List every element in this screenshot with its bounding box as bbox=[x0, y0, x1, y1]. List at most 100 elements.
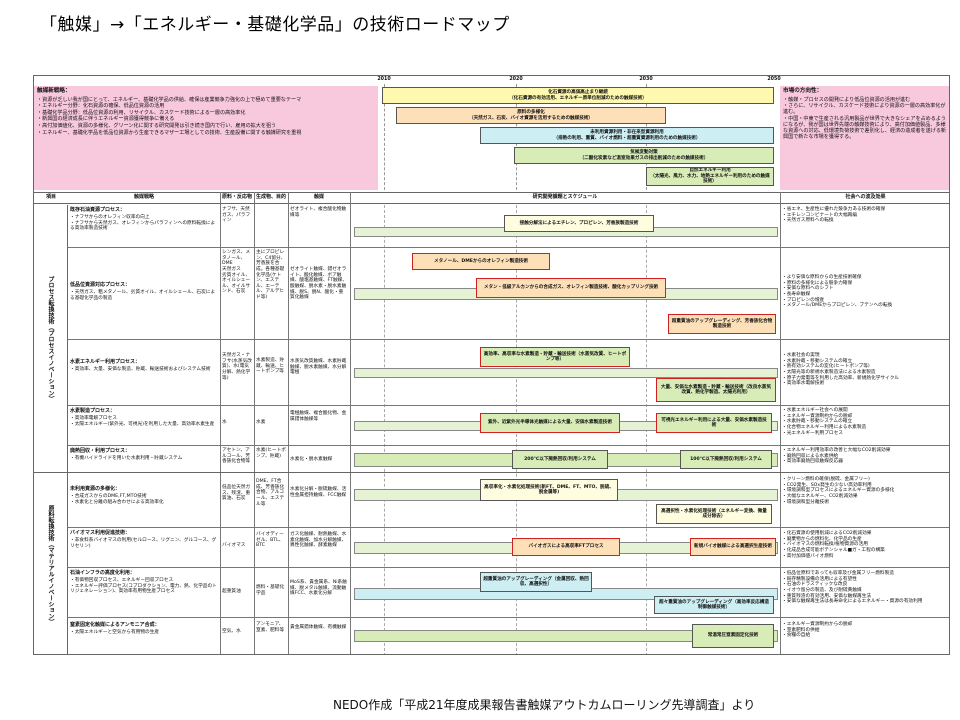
strategy-heading: 触媒新戦略： bbox=[37, 88, 71, 94]
schedule-bar: 高効率、高収率な水素製造・貯蔵・輸送技術（水蒸気改質、ヒートポンプ等） bbox=[480, 347, 630, 367]
header-item: 項目 bbox=[45, 194, 56, 201]
table-row bbox=[68, 528, 949, 568]
col-divider bbox=[254, 192, 255, 654]
row-desc: ・高効率電解プロセス ・太陽エネルギー(紫外光、可視光)を利用した大量、高効率水… bbox=[70, 416, 215, 427]
year-label: 2050 bbox=[767, 77, 781, 82]
row-title: 窒素固定化触媒によるアンモニア合成： bbox=[70, 622, 160, 628]
row-desc: ・非食料系バイオマスの利用(セルロース、リグニン、グルコース、グリセリン) bbox=[70, 538, 217, 549]
row-raw: 天然ガス・ナフサ(水蒸気改質)、水(電気分解、熱化学等) bbox=[222, 353, 252, 381]
schedule-bar: バイオガスによる高収率FTプロセス bbox=[512, 538, 620, 556]
trend-bar-unused: 未利用資源利用・非在来型資源利用 （排熱の利用、重質、バイオ燃料・超重質資源利用… bbox=[480, 127, 774, 144]
row-impact: ・化石資源の使用削減によるCO2削減効果 ・廃棄物からの燃料化、化学品の生産 ・… bbox=[782, 531, 885, 559]
year-line bbox=[384, 84, 385, 190]
row-catalyst: 水素化分解・脱硫触媒、活性金属担持触媒、FCC触媒 bbox=[290, 487, 347, 498]
row-catalyst: 水蒸気改質触媒、水素貯蔵触媒、脱水素触媒、水分解電極 bbox=[290, 359, 347, 376]
schedule-bar: 接触分解法によるエチレン、プロピレン、芳香族製造技術 bbox=[504, 215, 654, 232]
row-product: 水素製造、貯蔵、輸送、ヒートポンプ等 bbox=[256, 358, 285, 375]
strategy-point: ・基礎化学品分野：低品位資源の利用、リサイクル、カスケード技術による一層の高効率… bbox=[37, 109, 246, 116]
row-raw: シンガス、メタノール、DME 天然ガス 劣質オイル、オイルシェール、オイルサンド… bbox=[222, 250, 251, 295]
table-row bbox=[68, 205, 949, 248]
schedule-bar: 超々重質油のアップグレーディング（高効率反応構造制御触媒技術） bbox=[654, 596, 774, 614]
row-product: バイオディーゼル、BTL、BTC bbox=[256, 532, 284, 549]
row-title: 未利用資源の多様化： bbox=[70, 486, 121, 492]
row-catalyst: ゼオライト、複合酸化物触媒等 bbox=[290, 207, 347, 218]
row-raw: 超重質油 bbox=[222, 589, 241, 594]
row-desc: ・合成ガスからのDME,FT,MTO技術 ・水素化と分離の組み合わせによる高効率… bbox=[70, 494, 164, 505]
row-raw: ナフサ、天然ガス、パラフィン bbox=[222, 207, 251, 224]
row-catalyst: 水素化・脱水素触媒 bbox=[290, 457, 333, 462]
market-block: 市場の方向性： ・触媒・プロセスの開発により低品位資源の活用が進む ・さらに、リ… bbox=[780, 86, 949, 190]
year-label: 2020 bbox=[509, 77, 523, 82]
schedule-arrow bbox=[354, 630, 778, 642]
market-point: ・中国・中東で生産される汎用製品が世界で大きなシェアを占めるようになるが、我が国… bbox=[783, 115, 947, 140]
row-impact: ・水素エネルギー社会への展開 ・エネルギー資源制約からの脱却 ・水素貯蔵・移動シ… bbox=[782, 408, 867, 436]
trend-bar-diversify: 原料の多様化 （天然ガス、石炭、バイオ資源を活用するための触媒技術） bbox=[396, 107, 666, 124]
row-impact: ・省エネ、生産性に優れた競争力ある技術の確保 ・エチレンコンビナートの大幅再編 … bbox=[782, 207, 886, 224]
row-strategy: バイオマス利用促進技術： ・非食料系バイオマスの利用(セルロース、リグニン、グル… bbox=[68, 529, 220, 568]
strategy-block: 触媒新戦略： ・資源が乏しい我が国にとって、エネルギー、基礎化学品の供給、確保は… bbox=[34, 86, 378, 190]
schedule-bar: 高収率化・水素化処理技術(新FT、DME、FT、MTO、脱硫、脱金属等) bbox=[480, 479, 618, 501]
row-product: 燃料・基礎化学品 bbox=[256, 585, 285, 596]
row-desc: ・太陽エネルギーと空気から有用物の生産 bbox=[70, 630, 160, 635]
strategy-list: ・資源が乏しい我が国にとって、エネルギー、基礎化学品の供給、確保は産業競争力強化… bbox=[37, 97, 375, 136]
row-product bbox=[254, 206, 288, 248]
row-strategy: 未利用資源の多様化： ・合成ガスからのDME,FT,MTO技術 ・水素化と分離の… bbox=[68, 485, 220, 523]
schedule-bar: 大量、安価な水素製造・貯蔵・輸送技術（改良水蒸気改質、熱化学製造、太陽光利用） bbox=[656, 378, 776, 402]
schedule-bar: 200℃以下廃熱回収/利用システム bbox=[512, 450, 608, 469]
market-list: ・触媒・プロセスの開発により低品位資源の活用が進む ・さらに、リサイクル、カスケ… bbox=[783, 97, 948, 140]
row-title: 低品位資源対応プロセス： bbox=[70, 282, 131, 288]
trend-bar-natural: 自然エネルギー利用 （太陽光、風力、水力、地熱エネルギー利用のための触媒技術） bbox=[646, 167, 774, 186]
schedule-arrow bbox=[354, 368, 778, 378]
table-row bbox=[68, 446, 949, 473]
source-credit: NEDO作成「平成21年度成果報告書触媒アウトカムローリング先導調査」より bbox=[333, 698, 756, 712]
row-impact: ・エネルギー利用効率の改善と大幅なCO2削減効果 ・廃熱回収による水素供給 ・高… bbox=[782, 448, 891, 465]
roadmap-chart: 触媒新戦略： ・資源が乏しい我が国にとって、エネルギー、基礎化学品の供給、確保は… bbox=[33, 75, 950, 655]
schedule-bar: 常温常圧窒素固定化技術 bbox=[692, 624, 774, 648]
row-title: 石油インフラの高度化利用： bbox=[70, 570, 135, 576]
row-catalyst: ガス化触媒、耐熱触媒、水素化触媒、加水分解触媒、異性化触媒、酵素触媒 bbox=[290, 532, 347, 549]
year-label: 2010 bbox=[377, 77, 391, 82]
schedule-bar: メタン・低級アルカンからの合成ガス、オレフィン製造技術、酸化カップリング技術 bbox=[476, 278, 666, 298]
row-product: 水素(ヒートポンプ、貯蔵) bbox=[256, 448, 286, 459]
row-impact: ・低品位原料であっても収率及び金属フリー燃料製造 ・既存精製設備の活用による有望… bbox=[782, 571, 923, 605]
row-raw: アセトン、アルコール、芳香族化合物等 bbox=[222, 448, 251, 465]
trend-bar-fossil: 化石資源の高価高止まり継続 （化石資源の有効活用、エネルギー原単位削減のための触… bbox=[382, 87, 774, 104]
trend-bar-climate: 気候変動対策 （二酸化炭素など温室効果ガスの排出削減のための触媒技術） bbox=[514, 147, 774, 164]
table-row bbox=[68, 340, 949, 406]
group-label-material: 原料転換技術（マテリアルイノベーション） bbox=[34, 473, 68, 654]
row-title: 既存石油資源プロセス： bbox=[70, 207, 126, 213]
table-row bbox=[68, 406, 949, 446]
col-divider bbox=[350, 192, 351, 654]
row-desc: ・有機ハイドライドを用いた水素利用・貯蔵システム bbox=[70, 456, 183, 461]
row-desc: ・高効率、大量、安価な製造、貯蔵、輸送技術およびシステム技術 bbox=[70, 367, 211, 372]
schedule-bar: 超重質油のアップグレーディング、芳香族化合物製造技術 bbox=[668, 314, 776, 334]
table-row bbox=[68, 568, 949, 618]
schedule-bar: 超重質油のアップグレーディング（金属回収、熱回収、高選択性） bbox=[480, 572, 592, 592]
row-product: 水素 bbox=[256, 420, 266, 425]
row-raw: バイオマス bbox=[222, 543, 246, 548]
strategy-point: ・高付加価値化、資源の多様化、グリーン化に関する研究開発は引き続き国内で行い、雇… bbox=[37, 122, 277, 129]
page-title: 「触媒」→「エネルギー・基礎化学品」の技術ロードマップ bbox=[40, 15, 510, 35]
row-catalyst: 貴金属錯体触媒、有機触媒 bbox=[290, 625, 347, 630]
row-desc: ・ナフサからのオレフィン収率の向上 ・ナフサから天然ガス、オレフィンからパラフィ… bbox=[70, 215, 216, 232]
row-title: 水素エネルギー利用プロセス： bbox=[70, 359, 141, 365]
header-raw: 原料・反応物 bbox=[221, 194, 252, 201]
header-schedule: 研究開発課題とスケジュール bbox=[532, 194, 598, 201]
row-strategy: 石油インフラの高度化利用： ・有価物回収プロセス、エネルギー回収プロセス ・エネ… bbox=[68, 569, 220, 618]
row-desc: ・有価物回収プロセス、エネルギー回収プロセス ・エネルギー評価プロセス(コプロダ… bbox=[70, 578, 217, 595]
schedule-bar: 100℃以下廃熱回収/利用システム bbox=[680, 450, 772, 469]
market-point: ・触媒・プロセスの開発により低品位資源の活用が進む bbox=[783, 96, 911, 103]
strategy-point: ・資源が乏しい我が国にとって、エネルギー、基礎化学品の供給、確保は産業競争力強化… bbox=[37, 96, 302, 103]
table-row bbox=[68, 248, 949, 340]
header-catalyst: 触媒 bbox=[313, 194, 324, 201]
col-divider bbox=[220, 192, 221, 654]
strategy-point: ・新興国の経済成長に伴うエネルギー資源獲得競争に備える bbox=[37, 116, 175, 123]
table-header-row bbox=[34, 192, 949, 204]
schedule-bar: 可視光エネルギー利用による大量、安価水素製造技術 bbox=[656, 413, 772, 433]
header-impact: 社会への波及効果 bbox=[845, 194, 886, 201]
row-product: 主にプロピレン、C4留分、芳香族を合成。各種基礎化学品(ケトン、エステル、エーテ… bbox=[256, 250, 286, 301]
year-label: 2030 bbox=[639, 77, 653, 82]
row-strategy: 既存石油資源プロセス： ・ナフサからのオレフィン収率の向上 ・ナフサから天然ガス… bbox=[68, 206, 220, 248]
schedule-bar: メタノール、DMEからのオレフィン製造技術 bbox=[412, 253, 550, 270]
header-product: 生成物、目的 bbox=[255, 194, 286, 201]
